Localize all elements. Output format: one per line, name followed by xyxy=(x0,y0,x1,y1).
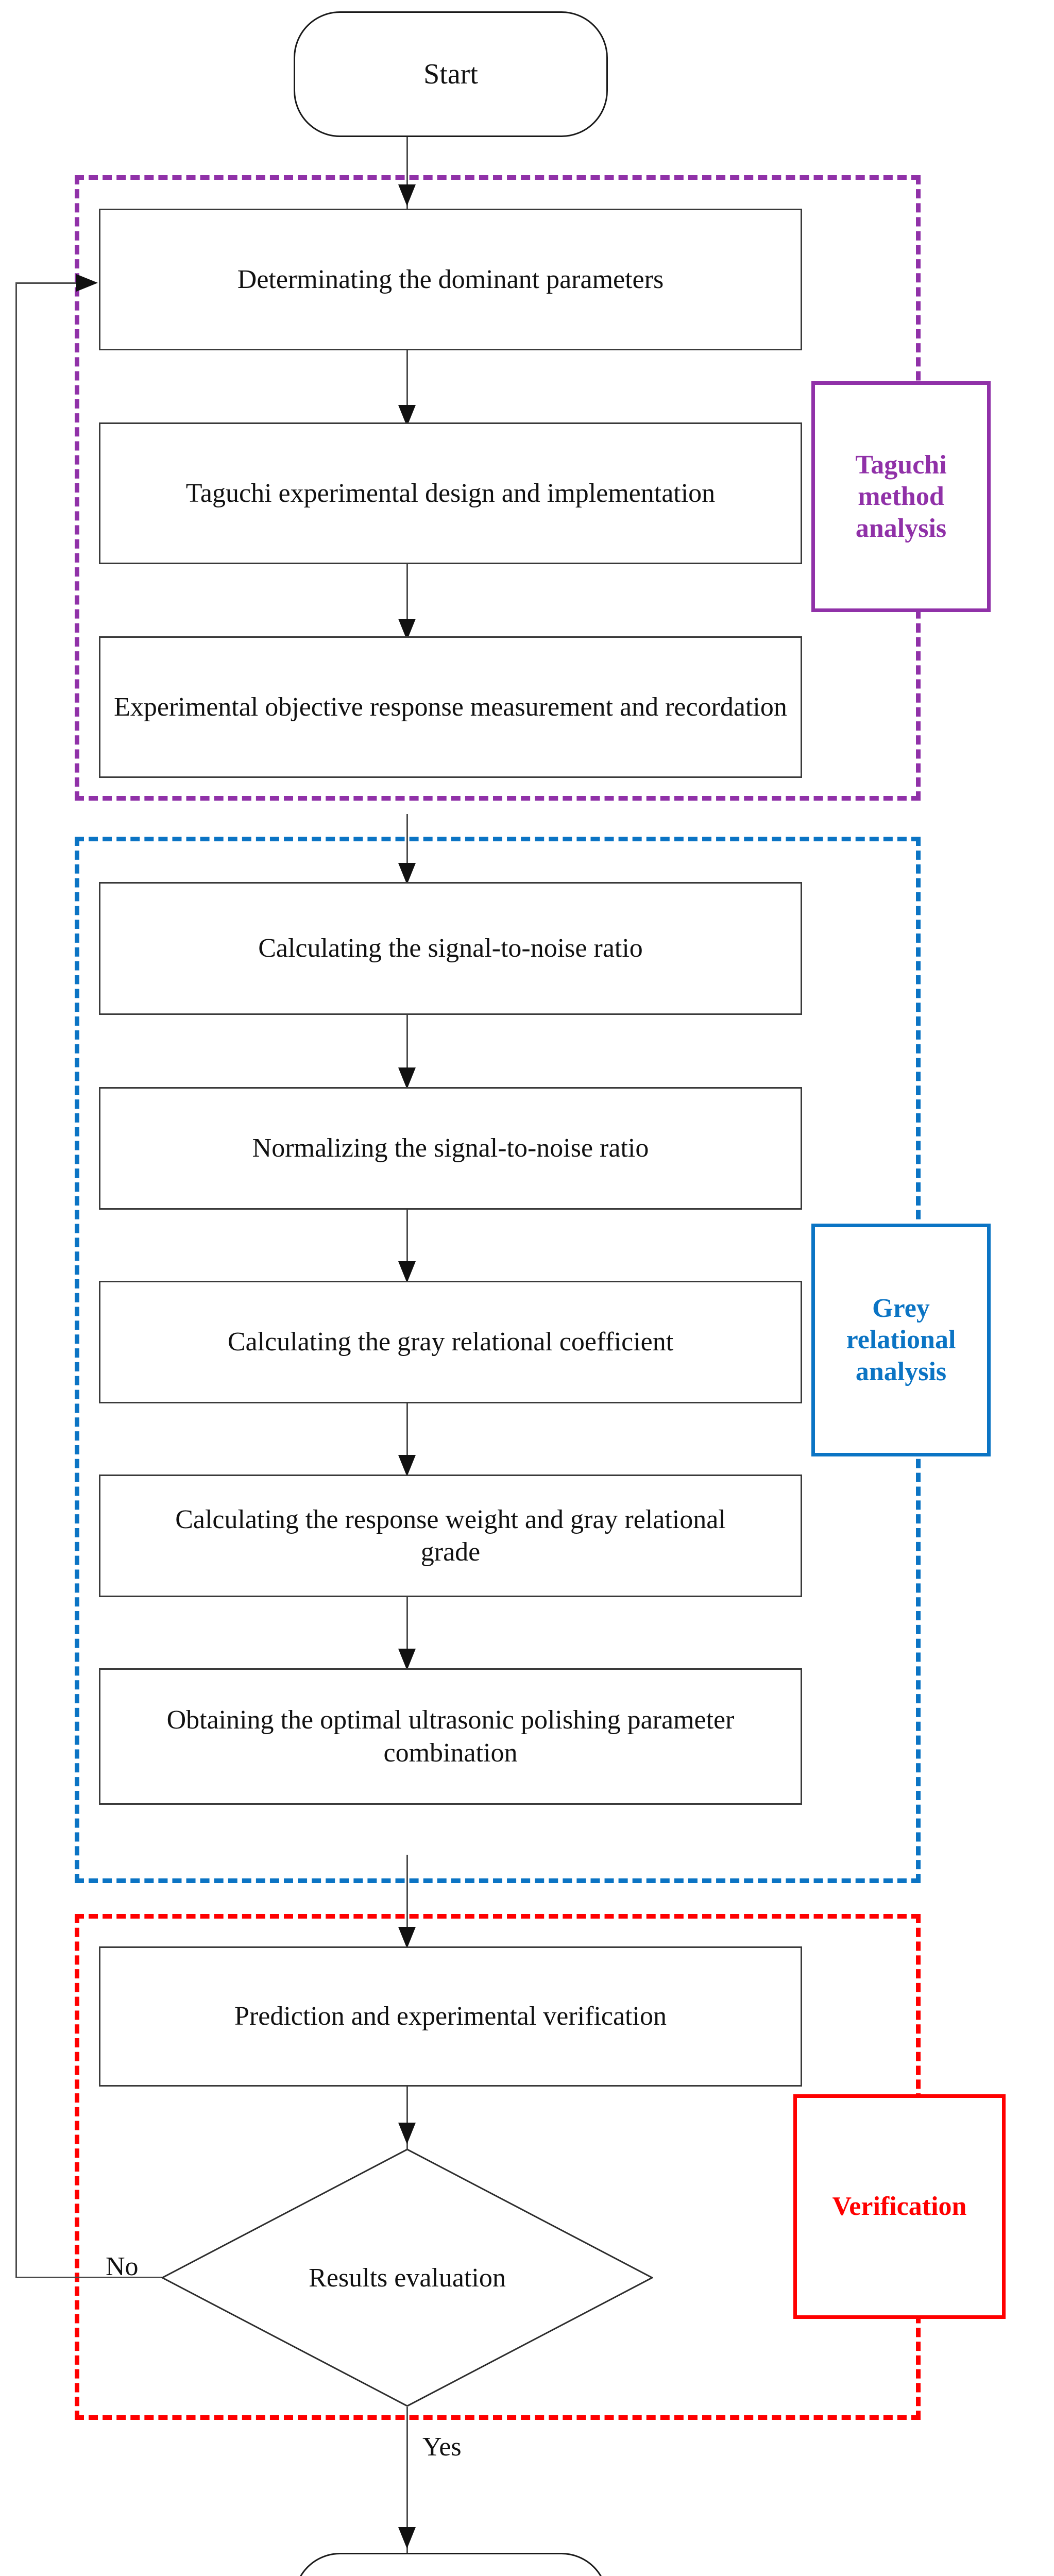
arrowhead-to-normalize-snr xyxy=(398,1067,416,1089)
arrowhead-to-optimal-combination xyxy=(398,1649,416,1670)
connector-results-evaluation-to-end xyxy=(406,2407,408,2556)
process-label: Experimental objective response measurem… xyxy=(114,692,787,722)
process-label: Calculating the gray relational coeffici… xyxy=(227,1327,674,1357)
arrowhead-feedback-to-determine-parameters xyxy=(76,274,98,292)
process-normalize-snr[interactable]: Normalizing the signal-to-noise ratio xyxy=(99,1087,802,1210)
connector-determine-parameters-to-taguchi-design xyxy=(406,349,408,427)
process-determine-parameters[interactable]: Determinating the dominant parameters xyxy=(99,209,802,350)
group-label-text: Verification xyxy=(832,2192,967,2222)
connector-feedback-no-vertical xyxy=(15,282,17,2278)
process-label: Prediction and experimental verification xyxy=(234,2002,667,2031)
group-label-verification[interactable]: Verification xyxy=(793,2094,1006,2319)
process-taguchi-design[interactable]: Taguchi experimental design and implemen… xyxy=(99,422,802,564)
connector-prediction-to-results-evaluation xyxy=(406,2084,408,2154)
connector-feedback-no-top xyxy=(15,282,93,284)
decision-label: Results evaluation xyxy=(309,2263,506,2293)
process-calc-snr[interactable]: Calculating the signal-to-noise ratio xyxy=(99,882,802,1015)
arrowhead-to-prediction xyxy=(398,1927,416,1948)
edge-label-yes: Yes xyxy=(422,2432,462,2462)
process-label: Obtaining the optimal ultrasonic polishi… xyxy=(166,1705,735,1768)
arrowhead-to-calc-snr xyxy=(398,863,416,885)
process-label: Normalizing the signal-to-noise ratio xyxy=(252,1133,649,1163)
process-prediction[interactable]: Prediction and experimental verification xyxy=(99,1946,802,2087)
connector-feedback-no-bottom xyxy=(15,2277,162,2278)
process-grey-coefficient[interactable]: Calculating the gray relational coeffici… xyxy=(99,1281,802,1403)
connector-calc-snr-to-normalize-snr xyxy=(406,1014,408,1091)
process-objective-response[interactable]: Experimental objective response measurem… xyxy=(99,636,802,778)
process-label: Calculating the response weight and gray… xyxy=(175,1504,726,1567)
connector-optimal-combination-to-prediction xyxy=(406,1855,408,1947)
connector-normalize-snr-to-grey-coefficient xyxy=(406,1208,408,1285)
connector-grey-coefficient-to-response-weight xyxy=(406,1401,408,1479)
process-label: Taguchi experimental design and implemen… xyxy=(185,478,716,508)
arrowhead-to-results-evaluation xyxy=(398,2123,416,2144)
connector-response-weight-to-optimal-combination xyxy=(406,1595,408,1672)
connector-start-to-determine-parameters xyxy=(406,137,408,214)
arrowhead-to-end xyxy=(398,2527,416,2549)
arrowhead-to-grey-coefficient xyxy=(398,1261,416,1283)
terminator-start-label: Start xyxy=(423,58,478,90)
group-label-text: Taguchi method analysis xyxy=(855,450,947,543)
decision-results-evaluation[interactable]: Results evaluation xyxy=(161,2148,653,2407)
arrowhead-to-response-weight xyxy=(398,1455,416,1477)
group-label-text: Grey relational analysis xyxy=(846,1293,956,1386)
connector-objective-response-to-calc-snr xyxy=(406,814,408,886)
group-label-taguchi-method-analysis[interactable]: Taguchi method analysis xyxy=(811,381,991,612)
connector-taguchi-design-to-objective-response xyxy=(406,563,408,640)
edge-label-no: No xyxy=(106,2252,139,2281)
terminator-end[interactable]: End xyxy=(294,2553,608,2576)
process-response-weight[interactable]: Calculating the response weight and gray… xyxy=(99,1475,802,1597)
arrowhead-to-determine-parameters xyxy=(398,184,416,206)
process-label: Calculating the signal-to-noise ratio xyxy=(258,934,643,963)
group-label-grey-relational-analysis[interactable]: Grey relational analysis xyxy=(811,1224,991,1456)
process-optimal-combination[interactable]: Obtaining the optimal ultrasonic polishi… xyxy=(99,1668,802,1805)
terminator-start[interactable]: Start xyxy=(294,11,608,137)
process-label: Determinating the dominant parameters xyxy=(237,264,664,294)
